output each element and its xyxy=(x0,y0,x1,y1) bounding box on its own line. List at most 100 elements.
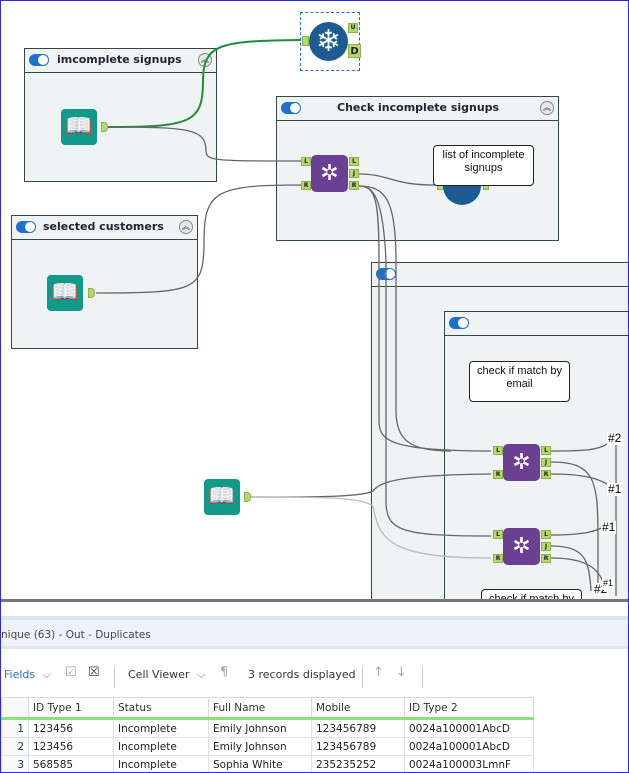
column-header[interactable]: Status xyxy=(113,697,209,720)
join-right-output-anchor[interactable]: R xyxy=(541,554,551,563)
chevron-down-icon: ⌵ xyxy=(42,668,51,681)
input-tool-incomplete[interactable]: 📖 xyxy=(61,109,97,145)
container-selected-customers[interactable]: selected customers ︽ xyxy=(11,215,198,349)
arrow-up-icon[interactable]: ↑ xyxy=(373,665,384,680)
input-incomplete-output-anchor[interactable] xyxy=(101,122,108,132)
join-icon: ✲ xyxy=(503,444,540,481)
join-right-output-anchor[interactable]: R xyxy=(349,181,359,190)
comment-check-match-bottom[interactable]: check if match by xyxy=(481,589,582,599)
table-cell[interactable]: Incomplete xyxy=(113,718,209,738)
container-header[interactable]: Check incomplete signups ︽ xyxy=(277,97,558,121)
container-toggle[interactable] xyxy=(16,221,36,233)
workflow-canvas[interactable]: imcomplete signups ︽ Check incomplete si… xyxy=(1,1,628,599)
table-cell[interactable]: Emily Johnson xyxy=(208,718,312,738)
join-right-output-anchor[interactable]: R xyxy=(541,470,551,479)
table-cell[interactable]: Sophia White xyxy=(208,755,312,772)
table-cell[interactable]: 123456 xyxy=(28,737,114,756)
snowflake-icon: ❄ xyxy=(309,22,348,61)
chevron-up-icon[interactable]: ︽ xyxy=(179,220,193,234)
chevron-up-icon[interactable]: ︽ xyxy=(540,101,554,115)
table-cell[interactable]: 0024a100001AbcD xyxy=(404,737,534,756)
pane-splitter[interactable] xyxy=(1,599,628,602)
wire-label: #1 xyxy=(607,482,623,496)
join-right-input-anchor[interactable]: R xyxy=(301,181,311,190)
join-tool-middle[interactable]: L R ✲ L J R xyxy=(493,444,553,482)
table-cell[interactable]: 568585 xyxy=(28,755,114,772)
wire-label: #2 xyxy=(607,431,623,445)
column-header[interactable]: ID Type 1 xyxy=(28,697,114,720)
table-cell[interactable]: 0024a100003LmnF xyxy=(404,755,534,772)
unique-d-anchor[interactable]: D xyxy=(348,44,361,58)
container-check-incomplete-signups[interactable]: Check incomplete signups ︽ xyxy=(276,96,559,241)
input-selected-output-anchor[interactable] xyxy=(88,288,95,298)
unique-input-anchor[interactable] xyxy=(302,36,309,46)
container-header[interactable] xyxy=(445,312,628,336)
column-header[interactable]: Full Name xyxy=(208,697,312,720)
join-right-input-anchor[interactable]: R xyxy=(493,554,503,563)
join-tool-bottom[interactable]: L R ✲ L J R xyxy=(493,528,553,566)
input-tool-other[interactable]: 📖 xyxy=(204,479,240,515)
checkbox-checked-icon[interactable]: ☑ xyxy=(65,665,77,680)
join-left-output-anchor[interactable]: L xyxy=(349,157,359,166)
wire-incomplete-to-join xyxy=(106,126,302,162)
container-title: selected customers xyxy=(43,220,164,233)
join-j-output-anchor[interactable]: J xyxy=(541,542,551,551)
unique-tool[interactable]: ❄ U D xyxy=(300,12,361,71)
container-header[interactable]: imcomplete signups ︽ xyxy=(25,49,216,73)
wire-join-r-down-1 xyxy=(358,185,492,452)
container-toggle[interactable] xyxy=(449,317,469,329)
table-cell[interactable]: Incomplete xyxy=(113,737,209,756)
row-number: 1 xyxy=(1,718,29,738)
unique-u-anchor[interactable]: U xyxy=(348,23,358,33)
table-cell[interactable]: 123456789 xyxy=(311,737,405,756)
wire-label: #1 xyxy=(602,577,615,590)
join-left-input-anchor[interactable]: L xyxy=(493,446,503,455)
comment-check-match-email[interactable]: check if match by email xyxy=(469,361,570,402)
connection-wires xyxy=(95,39,617,596)
join-left-output-anchor[interactable]: L xyxy=(541,446,551,455)
checkbox-x-icon[interactable]: ☒ xyxy=(88,665,100,680)
container-toggle[interactable] xyxy=(281,102,301,114)
join-right-input-anchor[interactable]: R xyxy=(493,470,503,479)
arrow-down-icon[interactable]: ↓ xyxy=(396,665,407,680)
column-header[interactable]: ID Type 2 xyxy=(404,697,534,720)
container-header[interactable] xyxy=(372,263,628,287)
join-j-output-anchor[interactable]: J xyxy=(349,169,359,178)
join-left-output-anchor[interactable]: L xyxy=(541,530,551,539)
input-tool-selected[interactable]: 📖 xyxy=(47,275,83,311)
input-other-output-anchor[interactable] xyxy=(244,492,251,502)
table-cell[interactable]: Incomplete xyxy=(113,755,209,772)
table-header-row: ID Type 1 Status Full Name Mobile ID Typ… xyxy=(1,697,534,720)
table-cell[interactable]: 123456 xyxy=(28,718,114,738)
table-cell[interactable]: 0024a100001AbcD xyxy=(404,718,534,738)
book-input-icon: 📖 xyxy=(61,109,97,145)
fields-dropdown[interactable]: Fields ⌵ xyxy=(4,668,51,682)
table-cell[interactable]: 235235252 xyxy=(311,755,405,772)
row-number-header xyxy=(1,697,29,720)
join-left-input-anchor[interactable]: L xyxy=(493,530,503,539)
table-cell[interactable]: Emily Johnson xyxy=(208,737,312,756)
wire-label: #1 xyxy=(601,520,617,534)
join-j-output-anchor[interactable]: J xyxy=(541,458,551,467)
container-incomplete-signups[interactable]: imcomplete signups ︽ xyxy=(24,48,217,182)
wire-j1-l xyxy=(550,440,612,452)
cell-viewer-dropdown[interactable]: Cell Viewer ⌵ xyxy=(128,668,205,682)
fields-label: Fields xyxy=(4,668,36,681)
container-header[interactable]: selected customers ︽ xyxy=(12,216,197,240)
table-cell[interactable]: 123456789 xyxy=(311,718,405,738)
wire-other-input xyxy=(250,473,492,498)
toolbar-divider xyxy=(422,666,423,688)
join-left-input-anchor[interactable]: L xyxy=(301,157,311,166)
wire-j2-j xyxy=(550,545,592,592)
comment-list-incomplete-signups[interactable]: list of incomplete signups xyxy=(433,145,534,186)
column-header[interactable]: Mobile xyxy=(311,697,405,720)
pilcrow-icon[interactable]: ¶ xyxy=(220,665,229,680)
join-tool-top[interactable]: L R ✲ L J R xyxy=(301,155,361,193)
container-toggle[interactable] xyxy=(29,54,49,66)
results-title-bar: nique (63) - Out - Duplicates xyxy=(1,616,628,649)
results-table: ID Type 1 Status Full Name Mobile ID Typ… xyxy=(1,697,534,772)
